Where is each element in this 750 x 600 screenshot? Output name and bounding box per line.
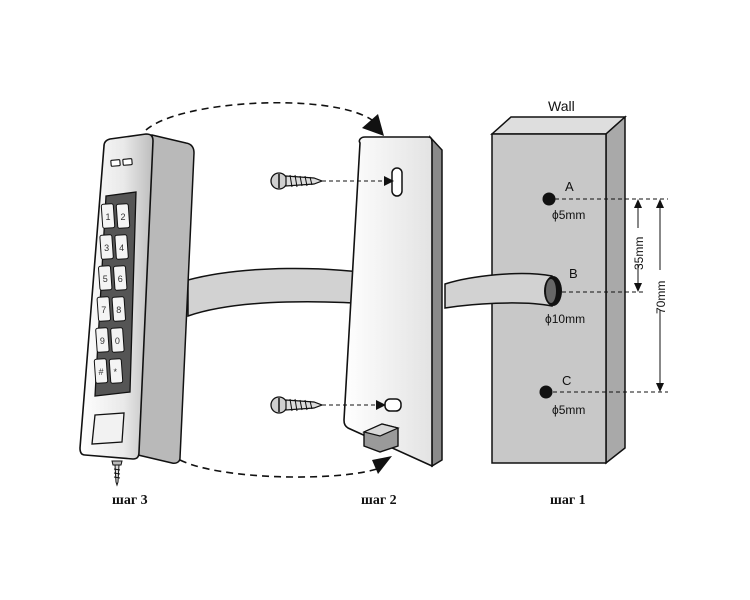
cable-wall-plate: [444, 272, 553, 309]
hole-c-size: ϕ5mm: [552, 403, 585, 417]
keypad-key-label: 3: [104, 243, 109, 253]
keypad-key: [113, 265, 128, 291]
hole-a-letter: A: [565, 179, 574, 194]
hole-b-size: ϕ10mm: [545, 312, 585, 326]
keypad-key: [111, 296, 126, 322]
step-1-label: шаг 1: [550, 493, 586, 508]
arc-arrow-bottom-icon: [179, 456, 392, 478]
step-2-label: шаг 2: [361, 493, 397, 508]
step-3-label: шаг 3: [112, 493, 148, 508]
keypad-key-label: 0: [115, 336, 120, 346]
keypad-key-label: 5: [103, 274, 108, 284]
keypad-key: [114, 234, 129, 260]
keypad-key-label: 7: [101, 305, 106, 315]
keypad-key-label: 9: [100, 336, 105, 346]
dimension-lines: [553, 198, 668, 393]
keypad-key-label: 1: [106, 212, 111, 222]
keypad-key-label: 2: [121, 212, 126, 222]
keypad-key: [99, 234, 114, 260]
screw-bottom-icon: [270, 396, 324, 414]
hole-c: [539, 385, 553, 399]
keypad-key-label: 6: [118, 274, 123, 284]
hole-a-size: ϕ5mm: [552, 208, 585, 222]
dimension-70mm: 70mm: [654, 281, 668, 314]
keypad-key: [100, 203, 116, 229]
keypad-key: [96, 296, 111, 322]
mounting-plate: [343, 135, 443, 468]
screw-guide-lines: [322, 176, 394, 410]
keypad-key-label: *: [114, 367, 118, 377]
wall-label: Wall: [548, 98, 575, 114]
hole-b: [544, 276, 562, 306]
hole-a: [542, 192, 556, 206]
arc-arrow-top-icon: [145, 101, 384, 136]
small-screw-icon: [111, 460, 123, 487]
keypad-key: [115, 203, 131, 229]
keypad-key-label: 4: [119, 243, 124, 253]
keypad-key: [108, 358, 124, 384]
keypad-key: [110, 327, 125, 353]
screw-top-icon: [270, 172, 324, 190]
dimension-35mm: 35mm: [632, 237, 646, 270]
keypad-key: [98, 265, 113, 291]
keypad-key: [93, 358, 109, 384]
hole-c-letter: C: [562, 373, 571, 388]
hole-b-letter: B: [569, 266, 578, 281]
keypad-key: [95, 327, 110, 353]
keypad-key-label: 8: [116, 305, 121, 315]
keypad-key-label: #: [99, 367, 104, 377]
